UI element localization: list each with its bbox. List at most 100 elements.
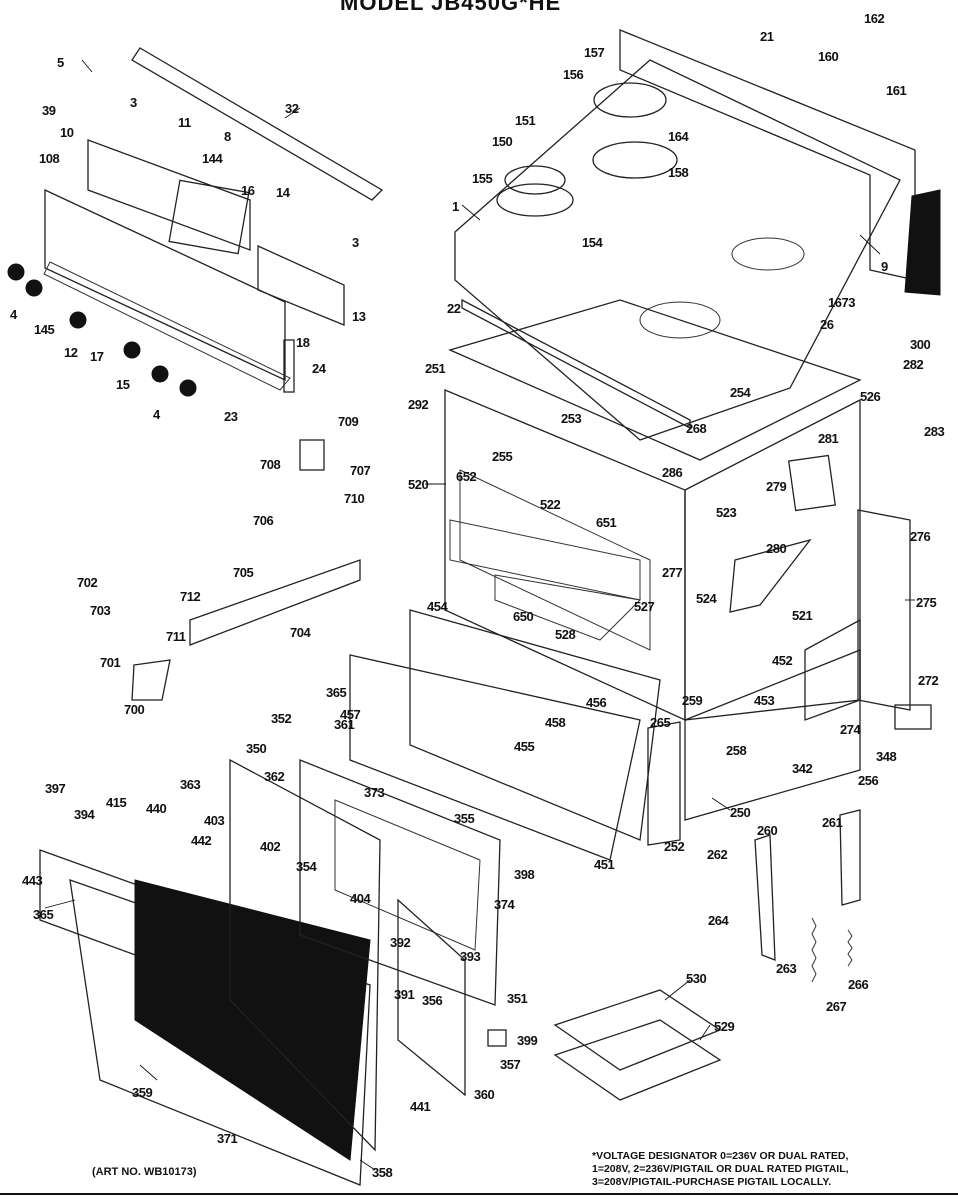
- part-broiler-pan-insert: [553, 989, 722, 1071]
- part-callout: 392: [390, 935, 411, 950]
- knob-icon: [7, 263, 25, 281]
- part-callout: 523: [716, 505, 737, 520]
- part-callout: 650: [513, 609, 534, 624]
- part-callout: 258: [726, 743, 747, 758]
- part-callout: 162: [864, 11, 885, 26]
- part-inner-door: [299, 759, 501, 1006]
- part-callout: 156: [563, 67, 584, 82]
- part-callout: 268: [686, 421, 707, 436]
- part-callout: 1: [452, 199, 459, 214]
- part-callout: 262: [707, 847, 728, 862]
- oven-rack-icon: [449, 519, 641, 601]
- part-callout: 144: [202, 151, 223, 166]
- part-callout: 164: [668, 129, 689, 144]
- part-callout: 264: [708, 913, 729, 928]
- part-callout: 365: [33, 907, 54, 922]
- part-callout: 21: [760, 29, 774, 44]
- part-callout: 521: [792, 608, 813, 623]
- footnote-line: 1=208V, 2=236V/PIGTAIL OR DUAL RATED PIG…: [592, 1163, 849, 1175]
- part-callout: 286: [662, 465, 683, 480]
- part-trim-strip: [131, 47, 384, 201]
- part-callout: 700: [124, 702, 145, 717]
- part-callout: 415: [106, 795, 127, 810]
- part-door-liner: [229, 758, 381, 1152]
- drip-pan-icon: [496, 183, 574, 217]
- part-callout: 397: [45, 781, 66, 796]
- knob-icon: [69, 311, 87, 329]
- knob-icon: [25, 279, 43, 297]
- part-callout: 39: [42, 103, 56, 118]
- part-callout: 253: [561, 411, 582, 426]
- part-callout: 300: [910, 337, 931, 352]
- part-callout: 15: [116, 377, 130, 392]
- part-switch-bracket: [87, 139, 251, 251]
- part-drawer-body: [409, 609, 661, 841]
- part-callout: 363: [180, 777, 201, 792]
- part-callout: 8: [224, 129, 231, 144]
- part-callout: 108: [39, 151, 60, 166]
- part-callout: 706: [253, 513, 274, 528]
- part-callout: 651: [596, 515, 617, 530]
- part-callout: 277: [662, 565, 683, 580]
- part-door-hinge-panel: [397, 898, 466, 1097]
- part-callout: 23: [224, 409, 238, 424]
- part-drawer-front: [349, 654, 641, 861]
- part-callout: 522: [540, 497, 561, 512]
- part-callout: 710: [344, 491, 365, 506]
- part-hinge-arm: [839, 809, 861, 906]
- part-callout: 354: [296, 859, 317, 874]
- part-callout: 18: [296, 335, 310, 350]
- part-broiler-pan: [553, 1019, 722, 1101]
- drip-pan-icon: [592, 141, 678, 179]
- part-callout: 14: [276, 185, 290, 200]
- burner-hole: [639, 301, 721, 339]
- footnote-line: *VOLTAGE DESIGNATOR 0=236V OR DUAL RATED…: [592, 1150, 849, 1162]
- part-callout: 358: [372, 1165, 393, 1180]
- part-callout: 399: [517, 1033, 538, 1048]
- part-callout: 5: [57, 55, 64, 70]
- part-callout: 442: [191, 833, 212, 848]
- part-oven-front-frame: [444, 389, 686, 722]
- part-callout: 373: [364, 785, 385, 800]
- part-callout: 361: [334, 717, 355, 732]
- part-callout: 22: [447, 301, 461, 316]
- part-callout: 154: [582, 235, 603, 250]
- part-clip: [487, 1029, 507, 1047]
- part-callout: 4: [153, 407, 160, 422]
- part-callout: 254: [730, 385, 751, 400]
- part-callout: 711: [166, 629, 186, 644]
- part-filter: [904, 189, 941, 296]
- part-callout: 703: [90, 603, 111, 618]
- part-callout: 12: [64, 345, 78, 360]
- part-callout: 403: [204, 813, 225, 828]
- part-callout: 453: [754, 693, 775, 708]
- part-callout: 356: [422, 993, 443, 1008]
- part-callout: 708: [260, 457, 281, 472]
- part-switch-plate: [257, 244, 345, 326]
- part-backsplash: [619, 29, 916, 281]
- part-callout: 712: [180, 589, 201, 604]
- part-side-panel: [857, 509, 911, 711]
- part-callout: 11: [178, 115, 191, 130]
- part-callout: 362: [264, 769, 285, 784]
- part-callout: 281: [818, 431, 839, 446]
- part-callout: 707: [350, 463, 371, 478]
- part-callout: 441: [410, 1099, 431, 1114]
- part-oven-top: [448, 299, 862, 461]
- part-callout: 394: [74, 807, 95, 822]
- part-callout: 351: [507, 991, 528, 1006]
- part-hinge: [754, 834, 776, 961]
- bottom-divider: [0, 1193, 958, 1195]
- part-callout: 10: [60, 125, 74, 140]
- footnote-line: 3=208V/PIGTAIL-PURCHASE PIGTAIL LOCALLY.: [592, 1176, 832, 1188]
- part-callout: 393: [460, 949, 481, 964]
- part-callout: 348: [876, 749, 897, 764]
- part-panel-trim: [43, 261, 291, 391]
- part-callout: 526: [860, 389, 881, 404]
- part-callout: 457: [340, 707, 361, 722]
- part-insulation: [729, 538, 812, 613]
- surface-element-icon: [593, 82, 667, 118]
- part-callout: 530: [686, 971, 707, 986]
